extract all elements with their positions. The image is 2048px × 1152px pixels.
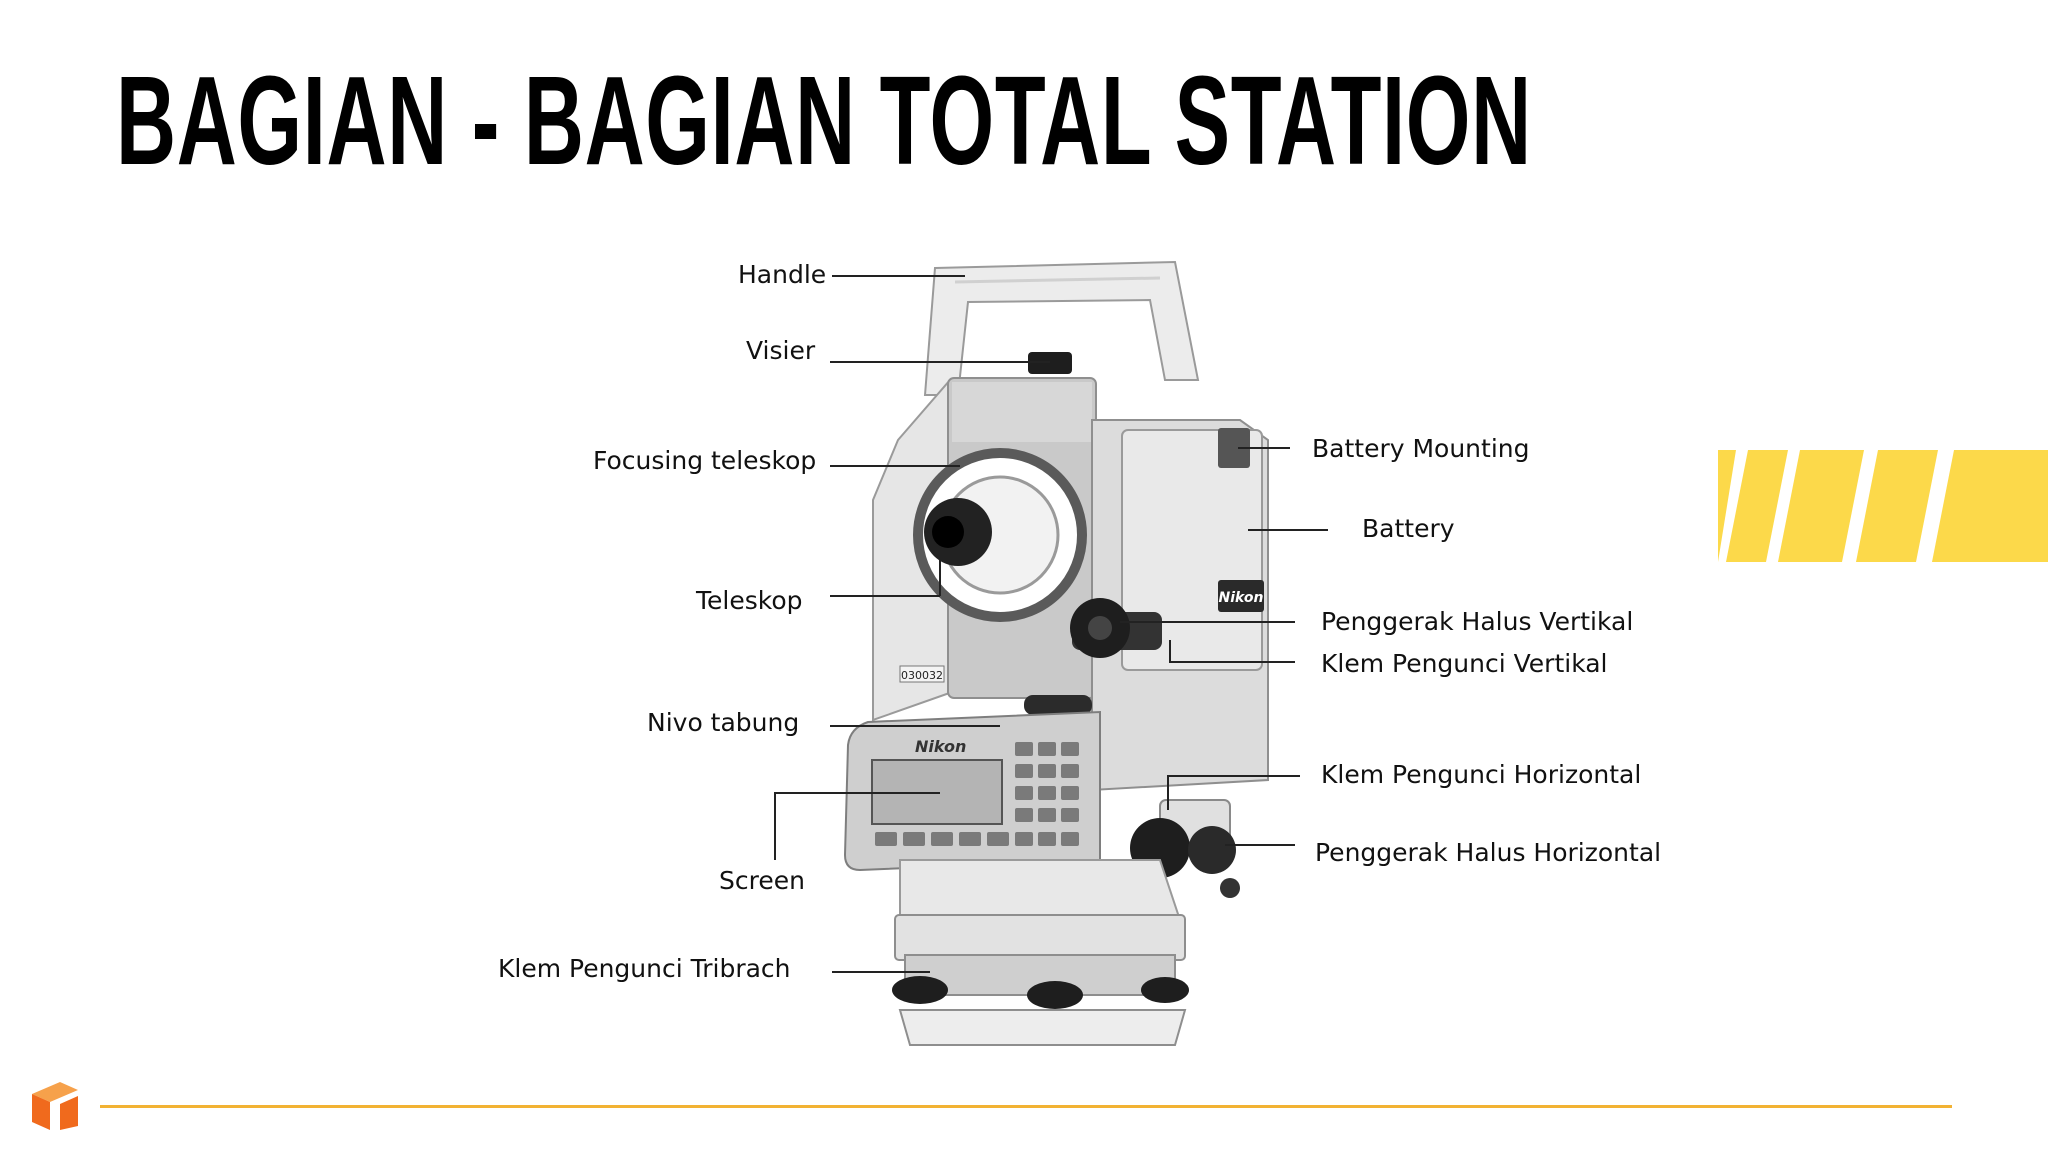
brand-logo-icon [32, 1082, 78, 1130]
page-title: BAGIAN - BAGIAN TOTAL STATION [116, 50, 1532, 191]
label-klem-pengunci-vertikal: Klem Pengunci Vertikal [1321, 649, 1608, 678]
label-teleskop: Teleskop [696, 586, 803, 615]
side-brand-plate [1218, 580, 1264, 612]
battery-mounting-latch [1218, 428, 1250, 468]
label-penggerak-halus-vertikal: Penggerak Halus Vertikal [1321, 607, 1634, 636]
label-battery-mounting: Battery Mounting [1312, 434, 1530, 463]
label-visier: Visier [746, 336, 816, 365]
label-klem-pengunci-horizontal: Klem Pengunci Horizontal [1321, 760, 1642, 789]
label-focusing-teleskop: Focusing teleskop [593, 446, 817, 475]
label-battery: Battery [1362, 514, 1455, 543]
tribrach [892, 914, 1189, 1046]
horizontal-tangent-knob [1130, 799, 1240, 898]
instrument-handle [923, 260, 1200, 396]
label-screen: Screen [719, 866, 805, 895]
keypad [875, 742, 1079, 846]
side-brand-text: Nikon [1219, 590, 1264, 606]
label-penggerak-halus-horizontal: Penggerak Halus Horizontal [1315, 838, 1662, 867]
panel-brand-text: Nikon [915, 737, 966, 756]
label-nivo-tabung: Nivo tabung [647, 708, 800, 737]
footer-rule [100, 1105, 1952, 1108]
leader-lines [774, 275, 1328, 973]
label-klem-pengunci-tribrach: Klem Pengunci Tribrach [498, 954, 791, 983]
serial-number: 030032 [901, 669, 943, 682]
yellow-stripes-decoration [1718, 450, 2048, 562]
label-handle: Handle [738, 260, 827, 289]
nivo-tube [1024, 695, 1092, 715]
